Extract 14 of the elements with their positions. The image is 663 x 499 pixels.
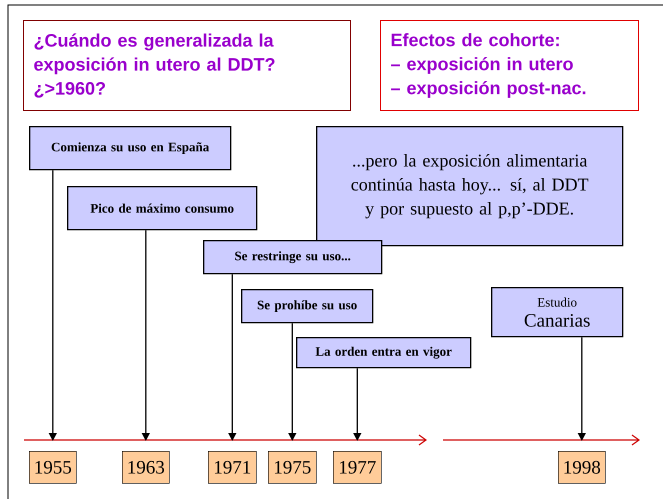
year-box: 1975 [268, 451, 317, 484]
year-box: 1971 [208, 451, 257, 484]
study-box: Estudio Canarias [491, 287, 624, 338]
year-box: 1955 [29, 451, 77, 484]
event-box: Se restringe su uso... [203, 240, 382, 274]
question-box: ¿Cuándo es generalizada la exposición in utero al DDT? ¿>1960? [23, 20, 351, 111]
note-box: Efectos de cohorte: – exposición in utero – exposición post-nac. [380, 20, 639, 111]
event-box: La orden entra en vigor [296, 337, 472, 368]
event-box: Pico de máximo consumo [67, 186, 258, 230]
year-box: 1963 [122, 451, 170, 484]
event-box: Se prohíbe su uso [241, 289, 374, 324]
year-box: 1977 [333, 451, 382, 484]
year-box: 1998 [558, 451, 606, 484]
event-box: Comienza su uso en España [29, 126, 232, 170]
